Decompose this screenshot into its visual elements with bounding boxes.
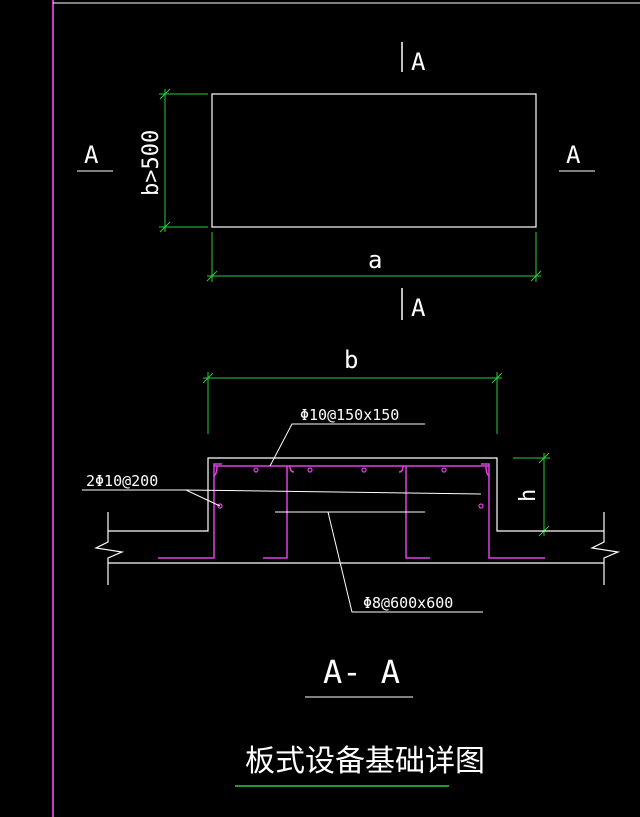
dimension-b-section <box>202 372 503 434</box>
dimension-b-plan <box>159 88 208 233</box>
label-side-rebar: 2Φ10@200 <box>86 472 158 490</box>
label-top-rebar: Φ10@150x150 <box>300 406 399 424</box>
section-mark-right: A <box>566 141 581 169</box>
dimension-a <box>206 232 542 282</box>
section-mark-top: A <box>411 48 426 76</box>
dimension-b-plan-label: b>500 <box>139 130 164 196</box>
leader-top-rebar <box>269 423 425 467</box>
dimension-h-label: h <box>516 489 541 502</box>
section-mark-bottom: A <box>411 294 426 322</box>
drawing-title: 板式设备基础详图 <box>245 744 485 779</box>
leader-side-rebar <box>82 489 482 507</box>
dimension-a-label: a <box>368 246 382 274</box>
concrete-outline <box>94 457 621 585</box>
section-title: A- A <box>323 653 400 691</box>
section-mark-left: A <box>84 141 99 169</box>
section-view: b h <box>82 346 621 698</box>
rebar-dots <box>217 467 484 509</box>
dimension-b-section-label: b <box>344 346 358 374</box>
plan-view: A A A A a b>500 <box>77 42 595 322</box>
leader-anchor-rebar <box>275 511 483 613</box>
plan-slab-outline <box>211 93 537 228</box>
rebar-cage <box>158 463 545 559</box>
label-anchor-rebar: Φ8@600x600 <box>363 594 453 612</box>
